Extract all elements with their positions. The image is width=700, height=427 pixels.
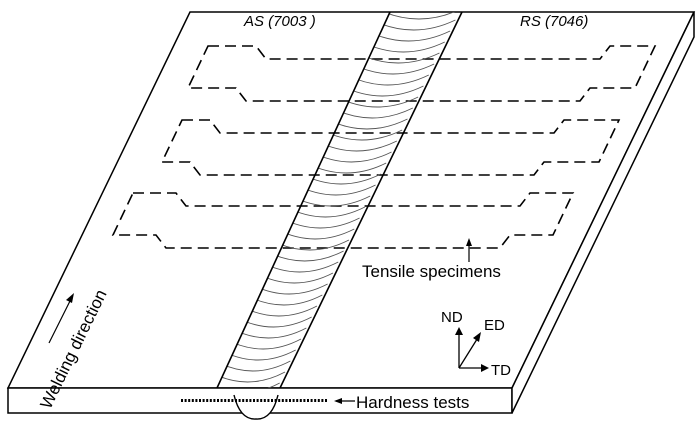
axis-nd-label: ND [441,309,463,326]
hardness-test-point [263,399,266,402]
hardness-test-point [281,399,284,402]
tensile-specimens-label: Tensile specimens [362,262,501,281]
hardness-test-point [249,399,252,402]
hardness-test-point [195,399,198,402]
tensile-specimen-1 [186,45,657,102]
weld-ripple-arc [382,0,466,8]
hardness-test-point [299,399,302,402]
hardness-test-point [227,399,230,402]
hardness-test-point [213,399,216,402]
hardness-test-point [224,399,227,402]
hardness-test-point [260,399,263,402]
hardness-test-point [181,399,183,402]
plate-top-face [6,11,696,389]
hardness-test-point [317,399,320,402]
axis-td-label: TD [491,362,511,379]
hardness-test-point [188,399,191,402]
as-side-label: AS (7003 ) [243,13,316,30]
hardness-test-point [184,399,187,402]
hardness-test-point [206,399,209,402]
hardness-test-point [238,399,241,402]
hardness-test-point [256,399,259,402]
hardness-test-point [292,399,295,402]
rs-side-label: RS (7046) [520,13,588,30]
tensile-specimens [111,45,657,249]
hardness-tests-label: Hardness tests [356,393,469,412]
hardness-test-point [278,399,281,402]
hardness-test-point [271,399,273,402]
hardness-test-point [274,399,277,402]
tensile-specimen-2 [160,119,621,176]
hardness-arrow [334,398,355,404]
hardness-test-point [199,399,201,402]
tensile-specimen-3 [111,192,575,249]
hardness-test-point [303,399,306,402]
weld-ripple-arc [217,382,280,388]
hardness-test-point [191,399,194,402]
axes-triad [455,327,489,372]
weld-nugget [233,394,279,420]
hardness-test-point [314,399,317,402]
hardness-test-point [245,399,248,402]
hardness-test-point [235,399,237,402]
plate-side-face [511,11,695,414]
hardness-test-point [321,399,324,402]
hardness-test-point [209,399,212,402]
hardness-test-point [267,399,270,402]
hardness-test-point [325,399,327,402]
hardness-test-point [310,399,313,402]
hardness-test-point [242,399,245,402]
axis-ed-label: ED [484,317,505,334]
hardness-test-point [296,399,299,402]
hardness-test-point [285,399,288,402]
hardness-test-point [217,399,219,402]
hardness-test-point [307,399,309,402]
welding-direction-arrow [48,293,74,344]
hardness-test-point [289,399,291,402]
hardness-test-point [253,399,255,402]
hardness-test-point [220,399,223,402]
hardness-test-point [202,399,205,402]
hardness-test-points [181,399,327,402]
hardness-test-point [231,399,234,402]
tensile-arrow [466,238,472,262]
